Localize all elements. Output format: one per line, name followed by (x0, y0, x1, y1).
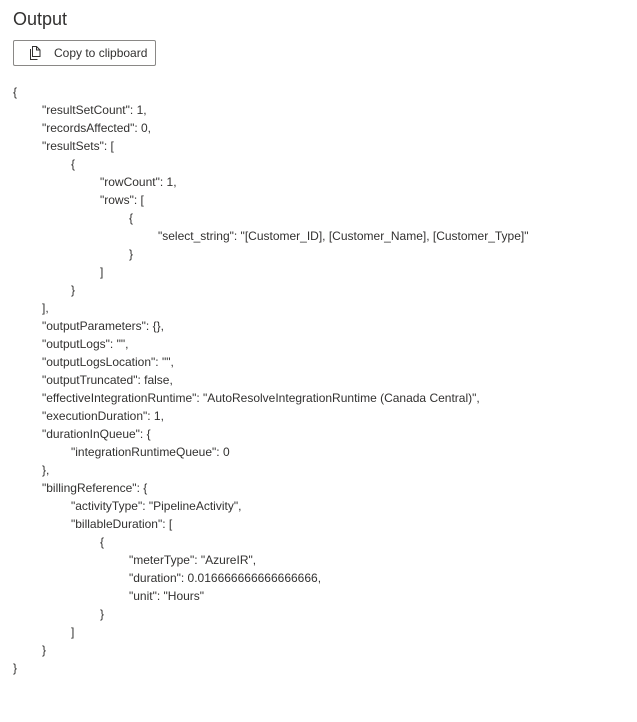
output-line: { (100, 535, 105, 549)
output-line: } (71, 283, 76, 297)
output-line: "select_string": "[Customer_ID], [Custom… (158, 229, 529, 243)
output-line: "billingReference": { (42, 481, 148, 495)
output-line: { (129, 211, 134, 225)
output-line: "resultSets": [ (42, 139, 114, 153)
output-line: } (129, 247, 134, 261)
output-line: ] (100, 265, 104, 279)
output-line: }, (42, 463, 50, 477)
output-line: "effectiveIntegrationRuntime": "AutoReso… (42, 391, 480, 405)
output-line: "integrationRuntimeQueue": 0 (71, 445, 230, 459)
output-line: "outputTruncated": false, (42, 373, 173, 387)
output-line: "billableDuration": [ (71, 517, 173, 531)
output-line: ] (71, 625, 75, 639)
output-line: ], (42, 301, 49, 315)
output-line: "outputLogsLocation": "", (42, 355, 174, 369)
page-title: Output (13, 9, 68, 29)
output-line: "duration": 0.016666666666666666, (129, 571, 322, 585)
output-line: { (13, 85, 18, 99)
output-line: } (100, 607, 105, 621)
output-line: } (42, 643, 47, 657)
json-output: { "resultSetCount": 1, "recordsAffected": … (13, 83, 529, 677)
output-line: "recordsAffected": 0, (42, 121, 152, 135)
output-line: } (13, 661, 18, 675)
output-line: "outputParameters": {}, (42, 319, 164, 333)
output-line: "executionDuration": 1, (42, 409, 164, 423)
output-line: "rowCount": 1, (100, 175, 177, 189)
copy-button-label: Copy to clipboard (54, 46, 148, 60)
copy-to-clipboard-button[interactable]: Copy to clipboard (13, 40, 156, 66)
output-line: "rows": [ (100, 193, 144, 207)
output-line: "activityType": "PipelineActivity", (71, 499, 242, 513)
output-line: "outputLogs": "", (42, 337, 129, 351)
copy-icon (30, 46, 41, 60)
output-line: { (71, 157, 76, 171)
output-line: "resultSetCount": 1, (42, 103, 147, 117)
output-line: "durationInQueue": { (42, 427, 151, 441)
output-line: "unit": "Hours" (129, 589, 205, 603)
output-line: "meterType": "AzureIR", (129, 553, 257, 567)
